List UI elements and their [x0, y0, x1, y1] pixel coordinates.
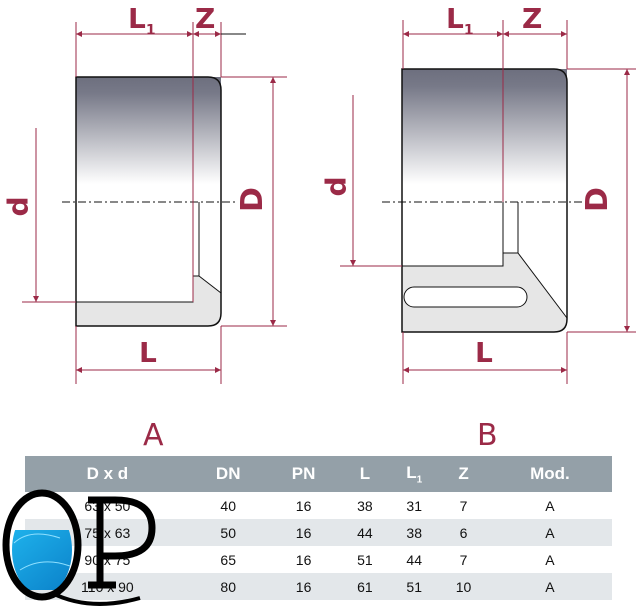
dim-d-outer-a: D	[234, 187, 270, 212]
dim-d-inner-b: d	[319, 176, 353, 197]
model-label-b: B	[477, 418, 498, 453]
dimensions-table: D x d DN PN L L1 Z Mod. 63 x 50 40 16 38 31 7…	[25, 456, 612, 600]
cell: 16	[295, 551, 312, 568]
dim-l1-b: L1	[446, 2, 474, 39]
cell: 50	[189, 519, 267, 546]
cell: 65	[220, 551, 236, 568]
dim-d-outer-b: D	[579, 187, 615, 212]
cell: 6	[439, 519, 488, 546]
col-dn: DN	[189, 456, 267, 492]
col-pn: PN	[266, 456, 341, 492]
cell: 63 x 50	[84, 497, 131, 514]
col-z: Z	[439, 456, 488, 492]
cell: 80	[189, 573, 267, 600]
col-dxd: D x d	[25, 456, 190, 492]
cell: A	[545, 497, 555, 514]
drawing-b	[340, 20, 636, 384]
cell: 44	[340, 519, 390, 546]
dim-d-inner-a: d	[1, 196, 35, 217]
dim-l-a: L	[139, 336, 157, 369]
cell: A	[545, 551, 555, 568]
cell: 16	[266, 573, 341, 600]
table-row: 90 x 75 65 16 51 44 7 A	[25, 546, 612, 573]
dim-z-b: Z	[522, 2, 543, 35]
dim-l-b: L	[475, 336, 493, 369]
cell: A	[487, 573, 612, 600]
cell: 10	[439, 573, 488, 600]
cell: 90 x 75	[84, 551, 131, 568]
model-label-a: A	[143, 418, 164, 453]
cell: 75 x 63	[25, 519, 190, 546]
dim-z-a: Z	[195, 2, 216, 35]
drawing-a	[22, 22, 287, 384]
dim-l1-a: L1	[128, 2, 156, 39]
cell: 110 x 90	[25, 573, 190, 600]
table-header: D x d DN PN L L1 Z Mod.	[25, 456, 612, 492]
cell: 31	[406, 497, 422, 514]
cell: 51	[389, 573, 440, 600]
cell: 51	[357, 551, 373, 568]
col-l1: L1	[389, 456, 440, 492]
col-l: L	[340, 456, 390, 492]
cell: 40	[220, 497, 236, 514]
cell: A	[487, 519, 612, 546]
cell: 16	[266, 519, 341, 546]
cell: 38	[389, 519, 440, 546]
cell: 7	[459, 497, 468, 514]
cell: 61	[340, 573, 390, 600]
col-mod: Mod.	[487, 456, 612, 492]
cell: 7	[459, 551, 468, 568]
table-row: 63 x 50 40 16 38 31 7 A	[25, 492, 612, 519]
cell: 38	[357, 497, 373, 514]
cell: 16	[295, 497, 312, 514]
cell: 44	[406, 551, 422, 568]
